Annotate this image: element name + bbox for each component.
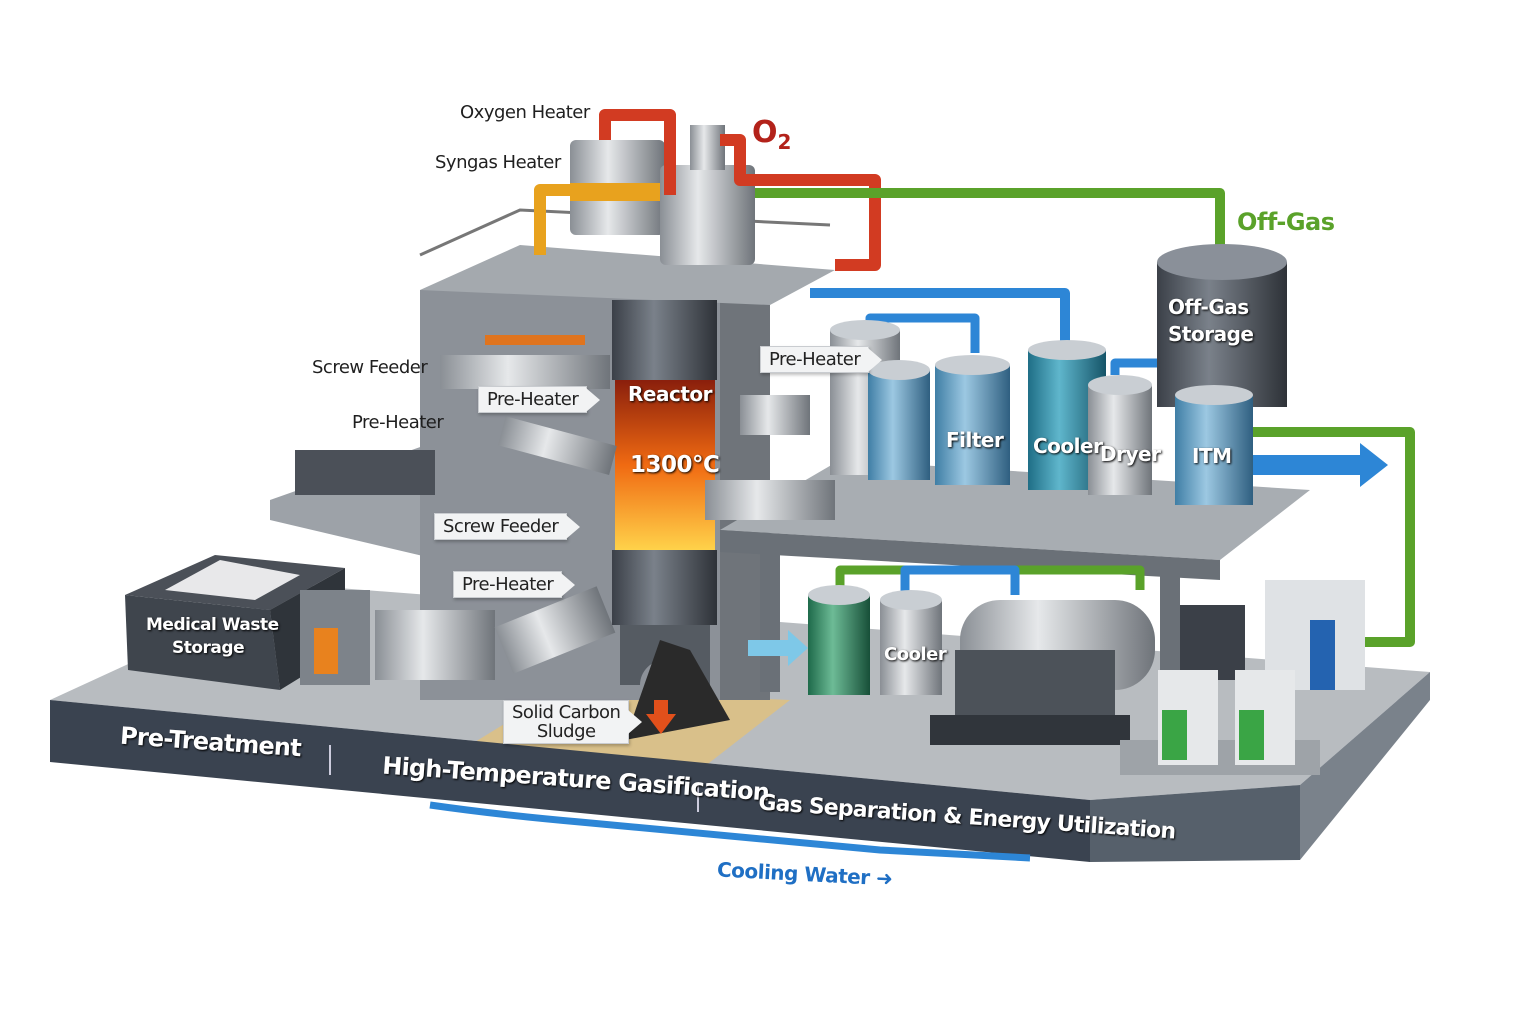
deck-column — [760, 552, 780, 692]
screw-conveyor — [494, 586, 616, 674]
medical-waste-pile — [165, 560, 300, 600]
reactor-label: Reactor — [628, 382, 712, 406]
medical-waste-label-2: Storage — [172, 638, 245, 658]
pre-heater-tag: Pre-Heater — [478, 386, 601, 413]
itm-output-arrow-icon — [1250, 443, 1388, 487]
off-gas-storage-tank — [1157, 262, 1287, 407]
cooler-label: Cooler — [1033, 434, 1103, 458]
off-gas-label: Off-Gas — [1237, 208, 1335, 236]
screw-feeder-label: Screw Feeder — [312, 357, 428, 378]
cooler-lower-tank — [880, 600, 942, 695]
dryer-tank-top — [1088, 375, 1152, 395]
reactor-bottom — [612, 550, 717, 625]
oxygen-pipe-2 — [720, 134, 881, 271]
green-tank-top — [808, 585, 870, 605]
o2-subscript: 2 — [777, 130, 792, 154]
reactor-chamber — [615, 380, 715, 550]
reactor-temperature: 1300℃ — [630, 452, 720, 478]
oxygen-pipe — [599, 109, 676, 195]
off-gas-storage-top — [1157, 244, 1287, 280]
offgas-return-pipe — [1250, 427, 1415, 647]
platform-front — [50, 700, 1090, 862]
pre-heater-label: Pre-Heater — [352, 412, 444, 433]
pre-heater-tag-lower: Pre-Heater — [453, 571, 576, 598]
dryer-tank — [1088, 385, 1152, 495]
pre-heater-right — [740, 395, 810, 435]
roof-deck — [420, 245, 835, 305]
separator-tank-top — [868, 360, 930, 380]
off-gas-storage-label-1: Off-Gas — [1168, 295, 1249, 319]
gas-pipe-blue-4 — [900, 565, 1020, 595]
hydrogen-dispenser-panel — [1162, 710, 1187, 760]
feed-hopper — [295, 450, 435, 495]
hydrogen-dispenser-panel — [1239, 710, 1264, 760]
arrow-right-icon: ➜ — [875, 865, 893, 891]
cooler-tank-top — [1028, 340, 1106, 360]
cooling-water-pipe — [429, 801, 1031, 862]
gas-flow-arrow-icon — [748, 630, 808, 666]
heater-coil — [690, 125, 725, 170]
screw-feeder-tag: Screw Feeder — [434, 513, 581, 540]
itm-tank — [1175, 395, 1253, 505]
green-tank — [808, 595, 870, 695]
o2-text: O — [752, 115, 778, 150]
generator-engine — [955, 650, 1115, 720]
platform-right-front — [1090, 785, 1300, 862]
off-gas-storage-label-2: Storage — [1168, 322, 1254, 346]
itm-tank-top — [1175, 385, 1253, 405]
dryer-label: Dryer — [1100, 442, 1161, 466]
screw-feeder-top — [440, 355, 610, 389]
sludge-text: Sludge — [536, 721, 596, 742]
filter-tank-top — [935, 355, 1010, 375]
filter-label: Filter — [946, 428, 1004, 452]
itm-label: ITM — [1192, 444, 1232, 468]
control-cabinet — [1180, 605, 1245, 680]
discharge-arrow-icon — [646, 700, 676, 734]
syngas-heater-band — [570, 183, 665, 201]
separation-deck — [720, 460, 1310, 560]
generator-base — [930, 715, 1130, 745]
medical-waste-bin — [125, 595, 280, 690]
filter-tank — [935, 365, 1010, 485]
gas-pipe-blue — [810, 288, 1070, 343]
separator-tank — [868, 370, 930, 480]
fuel-dispenser-screen — [1310, 620, 1335, 690]
o2-label: O2 — [752, 115, 791, 154]
shredder-door — [314, 628, 338, 674]
cooler-lower-label: Cooler — [884, 644, 947, 665]
solid-carbon-text: Solid Carbon — [512, 702, 621, 723]
conveyor-machine — [375, 610, 495, 680]
syngas-pipe — [534, 184, 570, 255]
platform-side — [1300, 672, 1430, 860]
offgas-pipe — [755, 188, 1225, 248]
pre-heater-tank-top — [830, 320, 900, 340]
screw-feeder-right — [705, 480, 835, 520]
cooler-lower-tank-top — [880, 590, 942, 610]
syngas-heater-label: Syngas Heater — [435, 152, 561, 173]
oxygen-heater-label: Oxygen Heater — [460, 102, 590, 123]
deck-column — [1160, 575, 1180, 675]
reactor-top — [612, 300, 717, 380]
syngas-heater-tank — [660, 165, 755, 265]
pre-heater-tag-right: Pre-Heater — [760, 346, 883, 373]
pre-heater-pipe — [497, 416, 617, 476]
medical-waste-label-1: Medical Waste — [146, 615, 279, 635]
